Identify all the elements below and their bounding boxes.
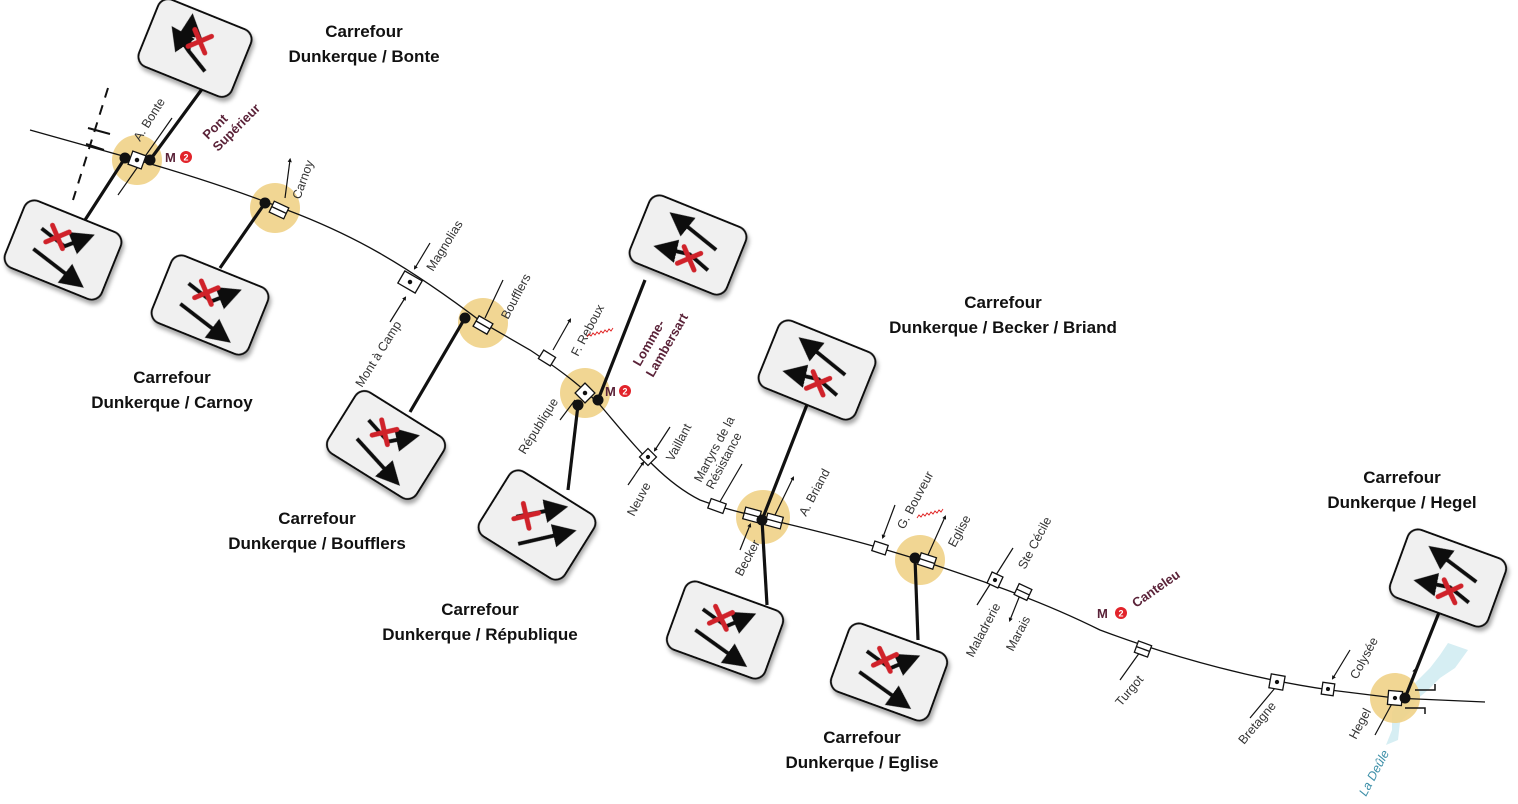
street-a-bonte: A. Bonte: [131, 95, 168, 143]
river-label: La Deûle: [1356, 748, 1392, 799]
title-republique-1: Carrefour: [441, 600, 519, 619]
metro-lomme-lambersart: M 2 Lomme- Lambersart: [605, 310, 691, 399]
sign-boufflers: [325, 390, 447, 500]
squiggle-bouveur: [916, 508, 944, 519]
title-bonte-2: Dunkerque / Bonte: [288, 47, 439, 66]
sign-republique-south: [477, 469, 597, 581]
title-becker-2: Dunkerque / Becker / Briand: [889, 318, 1117, 337]
metro-badge-m: M: [165, 150, 176, 165]
street-colysee: Colysée: [1347, 635, 1381, 681]
street-republique: République: [516, 395, 561, 456]
railway-marker: [72, 87, 111, 201]
title-hegel-2: Dunkerque / Hegel: [1327, 493, 1476, 512]
sign-eglise: [829, 622, 949, 722]
river-deule: [1386, 643, 1468, 745]
street-turgot: Turgot: [1113, 672, 1147, 709]
metro-line-number: 2: [1118, 609, 1123, 619]
title-republique-2: Dunkerque / République: [382, 625, 578, 644]
street-a-briand: A. Briand: [796, 466, 833, 518]
sign-becker-south: [665, 580, 785, 680]
sign-becker-north: [757, 319, 877, 421]
title-carnoy-2: Dunkerque / Carnoy: [91, 393, 253, 412]
title-hegel-1: Carrefour: [1363, 468, 1441, 487]
metro-line-number: 2: [622, 387, 627, 397]
title-boufflers-1: Carrefour: [278, 509, 356, 528]
street-g-bouveur: G. Bouveur: [894, 469, 936, 531]
title-eglise-1: Carrefour: [823, 728, 901, 747]
intersection-titles: Carrefour Dunkerque / Bonte Carrefour Du…: [91, 22, 1476, 772]
street-eglise: Eglise: [945, 513, 973, 550]
title-eglise-2: Dunkerque / Eglise: [785, 753, 938, 772]
street-magnolias: Magnolias: [424, 218, 466, 274]
metro-name-line1: Canteleu: [1129, 567, 1183, 611]
sign-carnoy: [150, 254, 270, 356]
sign-bonte-south: [3, 199, 123, 301]
street-bretagne: Bretagne: [1236, 699, 1279, 747]
title-becker-1: Carrefour: [964, 293, 1042, 312]
metro-badge-m: M: [605, 384, 616, 399]
street-becker: Becker: [732, 537, 763, 578]
street-f-reboux: F. Reboux: [568, 301, 607, 358]
metro-line-icon: [180, 151, 192, 163]
metro-canteleu: M 2 Canteleu: [1097, 567, 1183, 621]
metro-line-icon: [619, 385, 631, 397]
title-bonte-1: Carrefour: [325, 22, 403, 41]
squiggle-reboux: [586, 327, 614, 338]
signal-markers: [127, 150, 1404, 707]
sign-leaders: [83, 84, 1442, 704]
street-vaillant: Vaillant: [663, 421, 694, 463]
street-marais: Marais: [1003, 614, 1033, 654]
street-hegel: Hegel: [1346, 706, 1374, 741]
street-mont-a-camp: Mont à Camp: [353, 319, 405, 390]
street-maladrerie: Maladrerie: [963, 601, 1003, 660]
title-boufflers-2: Dunkerque / Boufflers: [228, 534, 406, 553]
metro-pont-superieur: M 2 Pont Supérieur: [165, 101, 263, 165]
metro-line-number: 2: [183, 153, 188, 163]
metro-line-icon: [1115, 607, 1127, 619]
avenue-dunkerque-line: [29, 129, 1486, 703]
sign-bonte-north: [137, 0, 253, 98]
street-boufflers: Boufflers: [498, 271, 533, 321]
street-ste-cecile: Ste Cécile: [1015, 514, 1054, 571]
title-carnoy-1: Carrefour: [133, 368, 211, 387]
sign-republique-north: [628, 194, 748, 296]
street-neuve: Neuve: [624, 480, 653, 519]
sign-hegel: [1388, 528, 1508, 628]
street-carnoy: Carnoy: [290, 158, 317, 201]
metro-badge-m: M: [1097, 606, 1108, 621]
